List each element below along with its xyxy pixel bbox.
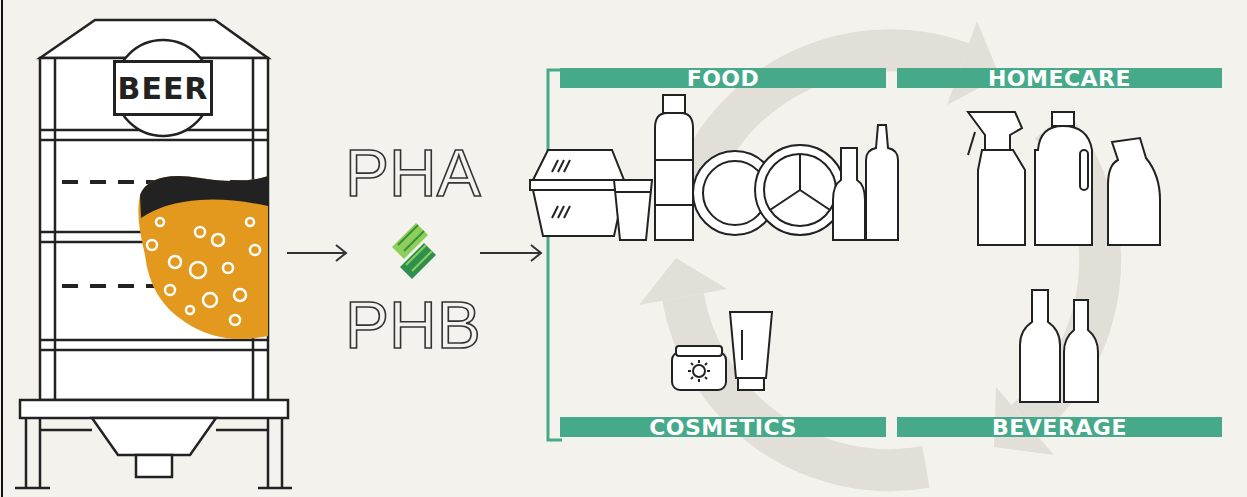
recycle-watermark xyxy=(683,50,1100,470)
node-text: HOMECARE xyxy=(988,66,1131,91)
category-band: BEVERAGE xyxy=(897,417,1222,437)
beverage-icons xyxy=(1020,290,1098,402)
homecare-icons xyxy=(968,112,1160,245)
node-text: BEER xyxy=(118,71,209,106)
node-text: COSMETICS xyxy=(649,415,797,440)
silo-base xyxy=(15,40,292,488)
bracket xyxy=(548,70,562,440)
food-icons xyxy=(530,95,898,240)
bubbles xyxy=(147,218,260,325)
category-band: FOOD xyxy=(560,68,886,88)
sign-box: BEER xyxy=(113,60,213,116)
category-band: HOMECARE xyxy=(897,68,1222,88)
category-band: COSMETICS xyxy=(560,417,886,437)
border-line xyxy=(1,0,3,497)
node-text: FOOD xyxy=(687,66,760,91)
material-label: PHA xyxy=(345,140,481,206)
node-text: BEVERAGE xyxy=(992,415,1127,440)
beer-liquid xyxy=(138,176,268,339)
cosmetics-icons xyxy=(672,312,772,390)
beer-foam xyxy=(140,176,268,218)
silo xyxy=(40,20,268,400)
material-label: PHB xyxy=(345,292,481,358)
material-icon xyxy=(392,223,436,279)
